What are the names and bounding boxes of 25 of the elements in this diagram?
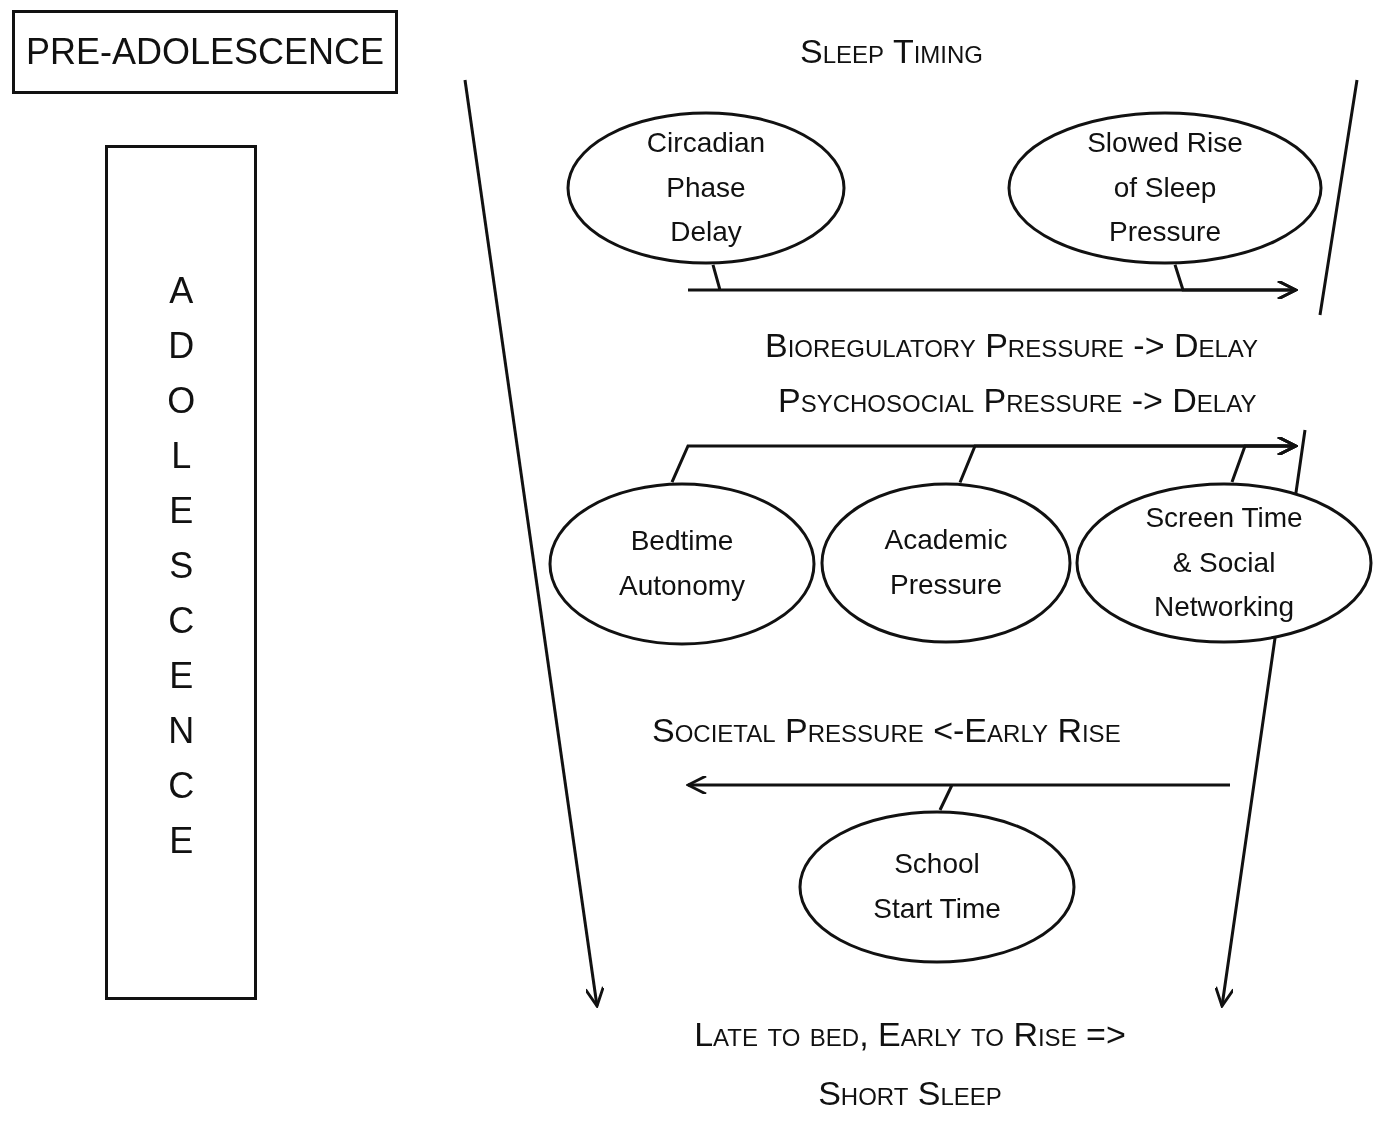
arrow xyxy=(1230,435,1298,483)
factor-label: Slowed Rise of Sleep Pressure xyxy=(1086,125,1244,250)
factor-ellipse xyxy=(798,810,1076,964)
outcome-label: Late to bed, Early to Rise => Short Sleep xyxy=(693,1013,1127,1114)
factor-label: School Start Time xyxy=(872,847,1002,926)
arrow xyxy=(1173,264,1298,301)
stage-label: PRE-ADOLESCENCE xyxy=(25,30,385,75)
factor-label: Academic Pressure xyxy=(883,523,1009,602)
pressure-label: Bioregulatory Pressure -> Delay xyxy=(765,326,1259,365)
pressure-label: Societal Pressure <-Early Rise xyxy=(652,711,1121,750)
factor-label: Circadian Phase Delay xyxy=(645,125,767,250)
factor-ellipse xyxy=(820,482,1072,644)
factor-label: Screen Time & Social Networking xyxy=(1144,500,1304,625)
arrow xyxy=(686,774,1232,811)
stage-box xyxy=(12,10,398,94)
factor-ellipse xyxy=(548,482,816,646)
arrow xyxy=(463,79,605,1008)
heading-label: Sleep Timing xyxy=(800,32,983,71)
factor-ellipse xyxy=(1075,482,1373,644)
stage-label: ADOLESCENCE xyxy=(159,270,203,875)
stage-box xyxy=(105,145,257,1000)
factor-ellipse xyxy=(566,111,846,265)
factor-ellipse xyxy=(1007,111,1323,265)
factor-label: Bedtime Autonomy xyxy=(617,524,747,603)
pressure-label: Psychosocial Pressure -> Delay xyxy=(778,381,1257,420)
